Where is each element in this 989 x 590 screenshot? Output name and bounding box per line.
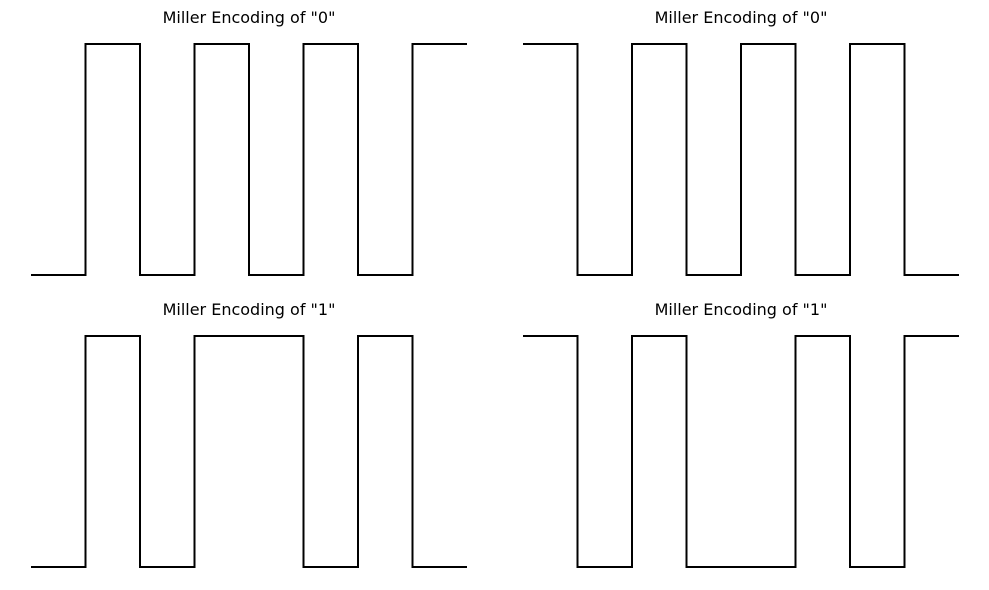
chart-panel-top-left: Miller Encoding of "0" (31, 8, 467, 284)
waveform-line (523, 335, 959, 568)
waveform-plot (31, 43, 467, 276)
chart-title: Miller Encoding of "0" (654, 8, 828, 27)
waveform-line (31, 335, 467, 568)
chart-panel-bottom-left: Miller Encoding of "1" (31, 300, 467, 576)
chart-panel-bottom-right: Miller Encoding of "1" (523, 300, 959, 576)
chart-title: Miller Encoding of "1" (654, 300, 828, 319)
waveform-line (523, 43, 959, 276)
waveform-line (31, 43, 467, 276)
chart-panel-top-right: Miller Encoding of "0" (523, 8, 959, 284)
chart-title: Miller Encoding of "0" (162, 8, 336, 27)
waveform-plot (31, 335, 467, 568)
waveform-plot (523, 43, 959, 276)
chart-title: Miller Encoding of "1" (162, 300, 336, 319)
waveform-plot (523, 335, 959, 568)
